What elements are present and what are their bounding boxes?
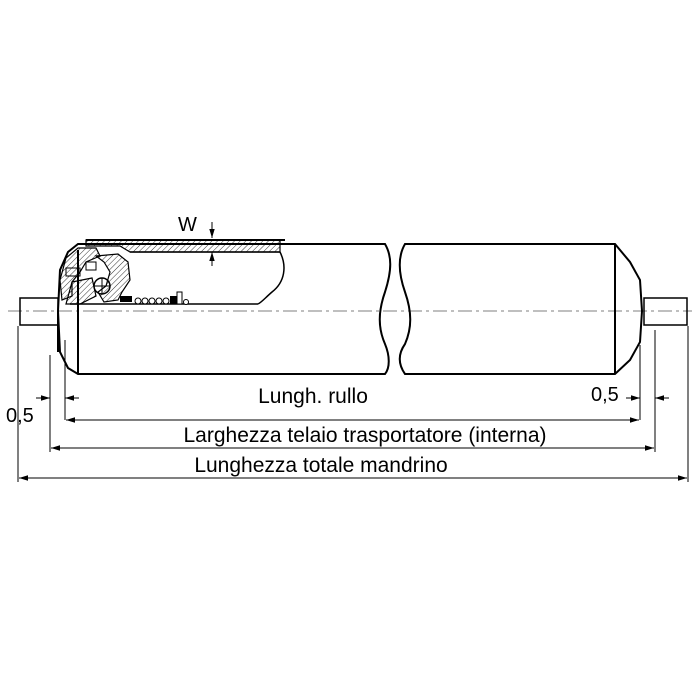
right-shaft [643, 297, 688, 326]
left-shaft [19, 297, 59, 326]
wall-thickness-label: W [178, 214, 197, 236]
tube-right-section [398, 243, 644, 375]
clearance-right-label: 0,5 [591, 384, 619, 406]
clearance-left-label: 0,5 [6, 405, 34, 427]
tube-left-section [56, 239, 392, 375]
wall-thickness-indicator: W [178, 214, 215, 266]
extension-lines [17, 326, 689, 482]
total-length-label: Lunghezza totale mandrino [194, 454, 447, 477]
roller-length-label: Lungh. rullo [258, 385, 368, 408]
frame-width-label: Larghezza telaio trasportatore (interna) [183, 424, 546, 447]
seal-balls [134, 291, 189, 305]
